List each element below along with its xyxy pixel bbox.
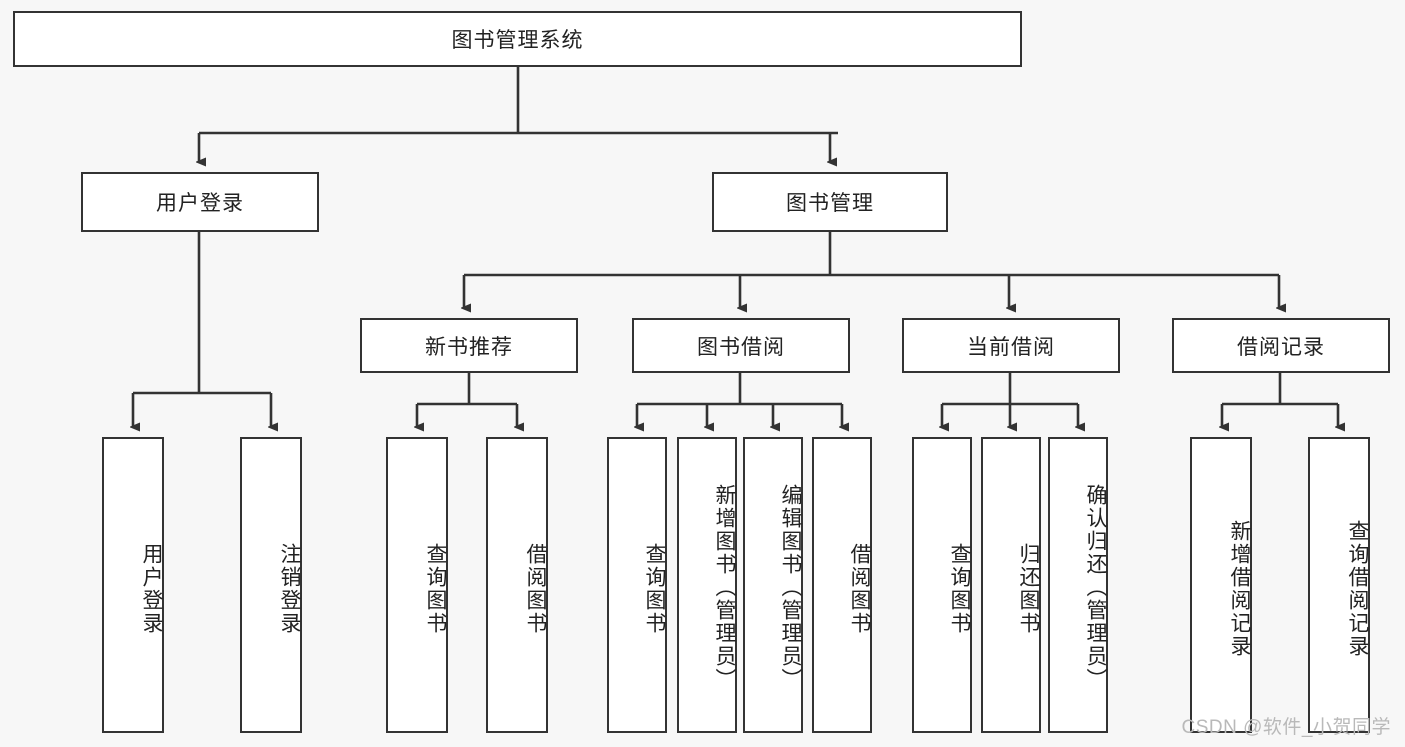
node-label: 新增图书（管理员） [713, 483, 736, 691]
node-label: 注销登录 [278, 543, 301, 635]
leaf-current-borrow-return-book[interactable]: 归还图书 [981, 437, 1041, 733]
node-label: 查询图书 [643, 543, 666, 635]
node-label: 用户登录 [140, 543, 163, 635]
leaf-new-book-borrow-book[interactable]: 借阅图书 [486, 437, 548, 733]
node-label: 查询借阅记录 [1346, 520, 1369, 658]
node-label: 借阅记录 [1237, 335, 1325, 359]
node-label: 借阅图书 [524, 543, 547, 635]
leaf-book-borrow-borrow-book[interactable]: 借阅图书 [812, 437, 872, 733]
leaf-user-login-logout[interactable]: 注销登录 [240, 437, 302, 733]
node-borrow-record[interactable]: 借阅记录 [1172, 318, 1390, 373]
node-label: 当前借阅 [967, 335, 1055, 359]
node-user-login[interactable]: 用户登录 [81, 172, 319, 232]
leaf-current-borrow-query-book[interactable]: 查询图书 [912, 437, 972, 733]
leaf-user-login-login[interactable]: 用户登录 [102, 437, 164, 733]
node-book-management[interactable]: 图书管理 [712, 172, 948, 232]
node-label: 编辑图书（管理员） [779, 483, 802, 691]
node-label: 查询图书 [424, 543, 447, 635]
node-label: 图书管理系统 [451, 29, 584, 52]
leaf-book-borrow-edit-book-admin[interactable]: 编辑图书（管理员） [743, 437, 803, 733]
node-label: 图书借阅 [697, 335, 785, 359]
leaf-book-borrow-query-book[interactable]: 查询图书 [607, 437, 667, 733]
node-current-borrow[interactable]: 当前借阅 [902, 318, 1120, 373]
node-label: 新增借阅记录 [1228, 520, 1251, 658]
watermark-text: CSDN @软件_小贺同学 [1181, 717, 1391, 738]
node-root-system[interactable]: 图书管理系统 [13, 11, 1022, 67]
node-new-book-recommend[interactable]: 新书推荐 [360, 318, 578, 373]
node-label: 查询图书 [948, 543, 971, 635]
leaf-new-book-query-book[interactable]: 查询图书 [386, 437, 448, 733]
node-book-borrow[interactable]: 图书借阅 [632, 318, 850, 373]
node-label: 图书管理 [786, 192, 874, 215]
leaf-borrow-record-query-record[interactable]: 查询借阅记录 [1308, 437, 1370, 733]
leaf-book-borrow-add-book-admin[interactable]: 新增图书（管理员） [677, 437, 737, 733]
node-label: 确认归还（管理员） [1084, 483, 1107, 691]
node-label: 用户登录 [156, 192, 244, 215]
node-label: 新书推荐 [425, 335, 513, 359]
node-label: 借阅图书 [848, 543, 871, 635]
leaf-borrow-record-add-record[interactable]: 新增借阅记录 [1190, 437, 1252, 733]
node-label: 归还图书 [1017, 543, 1040, 635]
leaf-current-borrow-confirm-return-admin[interactable]: 确认归还（管理员） [1048, 437, 1108, 733]
